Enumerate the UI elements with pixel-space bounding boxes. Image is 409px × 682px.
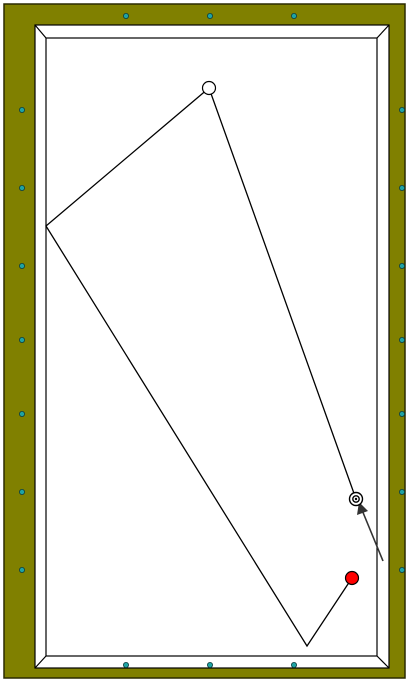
- diamond-sight-icon: [207, 13, 212, 18]
- diamond-sight-icon: [399, 567, 404, 572]
- diamond-sight-icon: [399, 489, 404, 494]
- spotted-ball[interactable]: [350, 493, 363, 506]
- diamond-sight-icon: [19, 107, 24, 112]
- diamond-sight-icon: [19, 337, 24, 342]
- diamond-sight-icon: [399, 107, 404, 112]
- diamond-sight-icon: [19, 411, 24, 416]
- diamond-sight-icon: [19, 489, 24, 494]
- red-ball[interactable]: [346, 572, 359, 585]
- diamond-sight-icon: [291, 662, 296, 667]
- diamond-sight-icon: [399, 337, 404, 342]
- diamond-sight-icon: [399, 411, 404, 416]
- diamond-sight-icon: [123, 662, 128, 667]
- diamond-sight-icon: [399, 185, 404, 190]
- diamond-sight-icon: [207, 662, 212, 667]
- diamond-sight-icon: [291, 13, 296, 18]
- diamond-sight-icon: [19, 567, 24, 572]
- diamond-sight-icon: [123, 13, 128, 18]
- white-ball[interactable]: [203, 82, 216, 95]
- diamond-sight-icon: [19, 185, 24, 190]
- table-bed: [46, 38, 377, 656]
- diamond-sight-icon: [19, 263, 24, 268]
- diamond-sight-icon: [399, 263, 404, 268]
